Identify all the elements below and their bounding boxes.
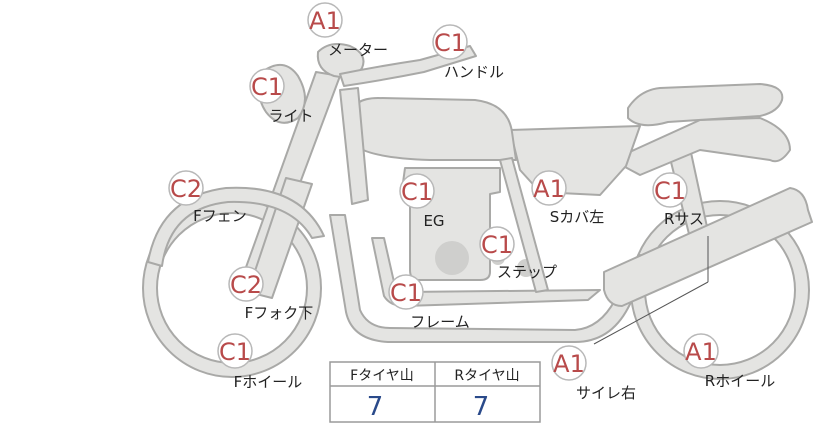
rating-frame: C1 フレーム: [388, 274, 470, 331]
rating-step: C1 ステップ: [479, 226, 557, 281]
part-label: ライト: [268, 107, 313, 125]
part-label: ステップ: [497, 263, 557, 281]
front-tread-header: Fタイヤ山: [350, 368, 414, 384]
rating-silencer: A1 サイレ右: [551, 345, 636, 402]
rating-code: C1: [401, 178, 433, 206]
rear-frame-stay: [499, 157, 549, 293]
part-label: Rホイール: [705, 372, 775, 390]
rating-s-cover: A1 Sカバ左: [531, 170, 605, 226]
rating-code: C2: [170, 175, 202, 203]
rating-code: A1: [309, 7, 341, 35]
rating-r-wheel: A1 Rホイール: [683, 333, 775, 390]
rating-code: A1: [685, 338, 717, 366]
front-tread-value: 7: [367, 392, 384, 422]
rating-code: A1: [533, 175, 565, 203]
rating-f-wheel: C1 Fホイール: [217, 333, 303, 391]
rating-meter: A1 メーター: [307, 2, 388, 59]
rating-code: C1: [219, 338, 251, 366]
seat: [627, 83, 784, 127]
rating-r-suspension: C1 Rサス: [652, 172, 704, 228]
side-cover: [509, 125, 641, 196]
part-label: Fフォク下: [245, 304, 314, 322]
silencer-leader: [593, 281, 709, 345]
rating-code: C1: [434, 29, 466, 57]
rating-code: C1: [481, 231, 513, 259]
motorcycle-illustration: [142, 43, 813, 380]
part-label: Fホイール: [234, 373, 303, 391]
meter-housing: [316, 43, 365, 78]
part-label: メーター: [328, 41, 388, 59]
rear-fender: [611, 117, 791, 176]
rating-code: A1: [553, 350, 585, 378]
part-label: フレーム: [410, 313, 470, 331]
part-label: Fフェン: [193, 207, 247, 225]
backbone-frame: [339, 87, 369, 205]
part-label: ハンドル: [444, 63, 504, 81]
rating-f-fender: C2 Fフェン: [168, 170, 247, 225]
rating-engine: C1 EG: [399, 173, 445, 230]
rating-code: C1: [390, 279, 422, 307]
tire-tread-table: Fタイヤ山 Rタイヤ山 7 7: [329, 361, 541, 423]
rating-code: C1: [654, 177, 686, 205]
rating-code: C1: [251, 73, 283, 101]
part-label: サイレ右: [576, 384, 636, 402]
part-label: EG: [423, 212, 444, 230]
part-label: Sカバ左: [550, 208, 605, 226]
fuel-tank: [347, 97, 517, 161]
rating-light: C1 ライト: [249, 68, 314, 125]
rear-tread-value: 7: [473, 392, 490, 422]
rating-f-fork: C2 Fフォク下: [228, 266, 314, 322]
rating-code: C2: [230, 271, 262, 299]
part-label: Rサス: [664, 210, 704, 228]
rear-tread-header: Rタイヤ山: [454, 368, 519, 384]
rating-handle: C1 ハンドル: [432, 24, 504, 81]
